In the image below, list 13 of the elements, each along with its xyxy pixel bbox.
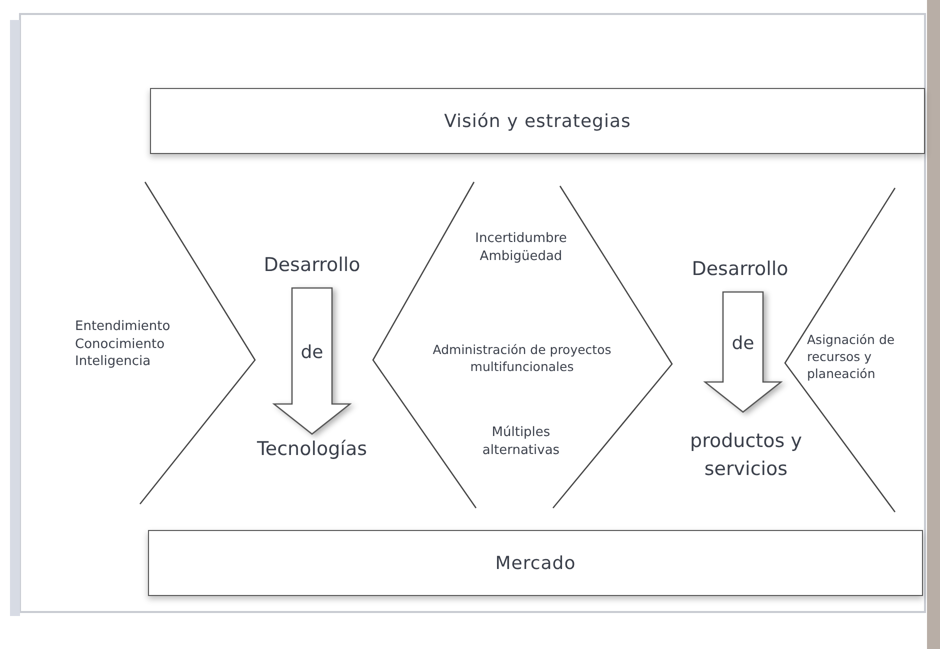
text-banner [150, 88, 925, 154]
heading-text: productos y servicios [690, 414, 802, 498]
heading-text: Desarrollo [690, 256, 790, 284]
body-text: Entendimiento Conocimiento Inteligencia [75, 318, 172, 371]
body-text: Incertidumbre Ambigüedad [474, 230, 568, 266]
banner-label: Mercado [495, 552, 576, 574]
heading-text: Desarrollo [262, 252, 362, 280]
body-text: Asignación de recursos y planeación [807, 332, 896, 383]
text-banner [148, 530, 923, 596]
body-text: Múltiples alternativas [481, 424, 561, 460]
heading-text: Tecnologías [255, 436, 369, 464]
banner-label: Visión y estrategias [444, 110, 631, 132]
body-text: Administración de proyectos multifuncionales [432, 342, 612, 376]
